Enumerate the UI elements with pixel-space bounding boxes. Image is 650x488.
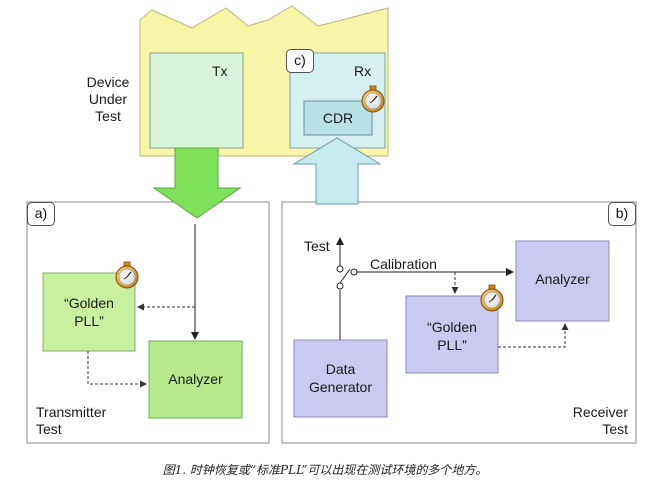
stopwatch-icon xyxy=(361,85,385,113)
figure-caption: 图1. 时钟恢复或“标准PLL”可以出现在测试环境的多个地方。 xyxy=(162,463,488,477)
receiver-test-title-line1: Receiver xyxy=(572,404,628,420)
rx-golden-pll-box xyxy=(405,295,499,374)
transmitter-test-title: Transmitter Test xyxy=(36,404,106,438)
tx-block xyxy=(149,52,244,149)
data-generator-label: Data Generator xyxy=(294,360,387,396)
data-generator-box xyxy=(293,339,388,418)
dut-label-line1: Device xyxy=(86,74,130,90)
data-generator-line1: Data xyxy=(325,361,356,377)
tx-golden-pll-label: “Golden PLL” xyxy=(43,294,135,330)
rx-tag: c) xyxy=(286,49,314,73)
tx-analyzer-box xyxy=(148,340,243,419)
dut-label-line2: Under xyxy=(88,91,128,107)
transmit-arrow xyxy=(152,147,242,219)
rx-analyzer-box xyxy=(515,240,610,322)
rx-golden-pll-label: “Golden PLL” xyxy=(406,318,498,354)
rx-label: Rx xyxy=(354,63,372,79)
receiver-test-title-line2: Test xyxy=(602,421,628,437)
rx-analyzer-label: Analyzer xyxy=(535,271,590,287)
tx-golden-pll-box xyxy=(42,272,136,352)
cdr-block xyxy=(303,100,373,136)
stopwatch-icon xyxy=(115,261,139,289)
dut-label-line3: Test xyxy=(95,108,121,124)
transmitter-test-tag: a) xyxy=(27,202,55,226)
receiver-test-tag: b) xyxy=(608,202,636,226)
tx-label: Tx xyxy=(212,63,228,79)
transmitter-test-title-line1: Transmitter xyxy=(36,404,107,420)
tx-golden-pll-line2: PLL” xyxy=(74,313,104,329)
transmitter-test-title-line2: Test xyxy=(36,421,62,437)
cdr-label: CDR xyxy=(322,110,354,126)
rx-golden-pll-line2: PLL” xyxy=(437,337,467,353)
receiver-test-title: Receiver Test xyxy=(560,404,628,438)
calibration-label: Calibration xyxy=(370,256,437,272)
data-generator-line2: Generator xyxy=(308,379,373,395)
receive-arrow xyxy=(292,137,382,205)
tx-analyzer-label: Analyzer xyxy=(168,371,223,387)
test-label: Test xyxy=(304,238,330,254)
dut-label: Device Under Test xyxy=(78,74,138,125)
tx-golden-pll-line1: “Golden xyxy=(64,295,114,311)
rx-golden-pll-line1: “Golden xyxy=(427,319,477,335)
stopwatch-icon xyxy=(480,284,504,312)
